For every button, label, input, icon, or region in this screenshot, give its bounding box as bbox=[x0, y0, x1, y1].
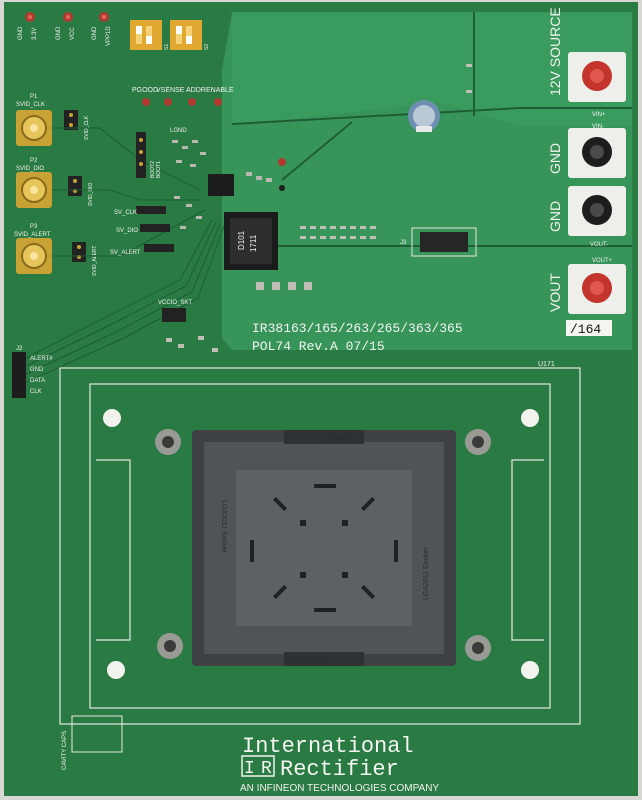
terminal-vout bbox=[568, 264, 626, 314]
logo-tagline: AN INFINEON TECHNOLOGIES COMPANY bbox=[240, 783, 439, 794]
label-vin-minus: VIN- bbox=[592, 124, 604, 130]
label-p3-signal: SVID_ALERT bbox=[14, 232, 51, 238]
label-sv-alert: SV_ALERT bbox=[110, 250, 141, 256]
label-j2-alert: ALERT# bbox=[30, 356, 53, 362]
label-boot2: BOOT2 bbox=[150, 161, 156, 178]
vccio-header bbox=[162, 308, 186, 322]
boot-headers bbox=[136, 132, 146, 178]
small-caps bbox=[166, 336, 218, 352]
label-vout-terminal: VOUT bbox=[547, 273, 563, 312]
label-p2: P2 bbox=[30, 158, 38, 164]
label-u171: U171 bbox=[538, 361, 555, 368]
label-j2-gnd: GND bbox=[30, 367, 44, 373]
label-sv-clk: SV_CLK bbox=[114, 210, 137, 216]
label-j2: J2 bbox=[16, 346, 23, 352]
label-j2-clk: CLK bbox=[30, 389, 42, 395]
label-gnd-2: GND bbox=[56, 26, 62, 40]
lga-socket bbox=[192, 430, 456, 666]
label-j3: J3 bbox=[400, 240, 407, 246]
copper-pour-top bbox=[232, 12, 632, 126]
label-vsense: VSENSE bbox=[156, 87, 185, 94]
controller-ic bbox=[208, 174, 234, 196]
label-sv-dio: SV_DIO bbox=[116, 228, 138, 234]
socket-outline bbox=[59, 367, 581, 725]
logo-r: R bbox=[261, 759, 272, 779]
sma-connector-p3 bbox=[16, 238, 52, 274]
cavity-caps-box bbox=[71, 715, 123, 753]
label-vpp: VPP1D bbox=[106, 26, 112, 46]
label-gnd-terminal-2: GND bbox=[547, 201, 563, 232]
resistor-array bbox=[256, 64, 472, 290]
label-cavity-caps: CAVITY CAPS bbox=[62, 731, 68, 770]
label-boot1: BOOT1 bbox=[156, 161, 162, 178]
logo-ior-box bbox=[241, 755, 275, 777]
sma-connector-p2 bbox=[16, 172, 52, 208]
label-p1-signal: SVID_CLK bbox=[16, 102, 45, 108]
terminal-gnd-2 bbox=[568, 186, 626, 236]
jumper-headers bbox=[64, 110, 86, 262]
gnd-testpoint bbox=[279, 185, 285, 191]
label-s1: S1 bbox=[164, 44, 170, 50]
logo-rectifier: Rectifier bbox=[280, 757, 399, 782]
label-vccio: VCCIO_SKT bbox=[158, 300, 192, 306]
electrolytic-capacitor bbox=[408, 100, 440, 132]
label-12v-source: 12V SOURCE bbox=[547, 7, 563, 96]
terminal-12v bbox=[568, 52, 626, 102]
label-jumper-alert: SVID_ALERT bbox=[92, 246, 98, 276]
pour-trace bbox=[231, 107, 521, 125]
dip-switch-s2 bbox=[170, 20, 202, 50]
label-vin-plus: VIN+ bbox=[592, 112, 606, 118]
label-gnd-1: GND bbox=[18, 26, 24, 40]
socket-slots bbox=[250, 484, 398, 612]
label-jumper-dio: SVID_DIO bbox=[88, 183, 94, 206]
label-lgnd: LGND bbox=[170, 128, 187, 134]
sma-connector-p1 bbox=[16, 110, 52, 146]
socket-remove-top: REMOVE bbox=[321, 434, 356, 443]
logo-line1: International bbox=[242, 734, 414, 759]
top-testpoints bbox=[25, 12, 109, 22]
label-3v3: 3.3V bbox=[32, 28, 38, 40]
label-vout-plus: VOUT+ bbox=[592, 258, 613, 264]
part-suffix: /164 bbox=[570, 322, 601, 337]
revision-line: POL74 Rev.A 07/15 bbox=[252, 339, 385, 354]
part-suffix-sticker bbox=[566, 320, 612, 336]
label-gnd-3: GND bbox=[92, 26, 98, 40]
socket-remove-bottom: REMOVE bbox=[292, 655, 327, 664]
label-addr: ADDR bbox=[186, 87, 206, 94]
signal-traces bbox=[21, 127, 225, 385]
label-p3: P3 bbox=[30, 224, 38, 230]
label-pgood: PGOOD bbox=[132, 87, 158, 94]
j3-connector bbox=[411, 227, 477, 257]
label-gnd-terminal-1: GND bbox=[547, 143, 563, 174]
vin-testpoint bbox=[278, 158, 286, 166]
label-vcc: VCC bbox=[70, 27, 76, 40]
socket-text-left: LGA2011 Socket bbox=[220, 500, 227, 552]
label-vout-minus: VOUT- bbox=[590, 242, 608, 248]
part-number-line: IR38163/165/263/265/363/365 bbox=[252, 321, 463, 336]
label-j2-data: DATA bbox=[30, 378, 45, 384]
label-p1: P1 bbox=[30, 94, 38, 100]
terminal-gnd-1 bbox=[568, 128, 626, 178]
dip-switch-s1 bbox=[130, 20, 162, 50]
inductor bbox=[224, 212, 278, 270]
j2-header bbox=[12, 352, 26, 398]
socket-text-right: LGA2011 Socket bbox=[423, 548, 430, 600]
sv-headers bbox=[136, 206, 174, 252]
pour-trace bbox=[281, 121, 353, 181]
label-s2: S2 bbox=[204, 44, 210, 50]
status-leds bbox=[142, 98, 222, 106]
inductor-code-2: 1711 bbox=[249, 234, 258, 252]
label-p2-signal: SVID_DIO bbox=[16, 166, 44, 172]
socket-screws bbox=[155, 429, 491, 661]
logo-i: I bbox=[244, 759, 255, 779]
label-enable: ENABLE bbox=[206, 87, 234, 94]
mounting-holes bbox=[103, 409, 539, 679]
smd-cluster bbox=[172, 140, 272, 229]
inductor-code-1: D101 bbox=[237, 230, 246, 250]
